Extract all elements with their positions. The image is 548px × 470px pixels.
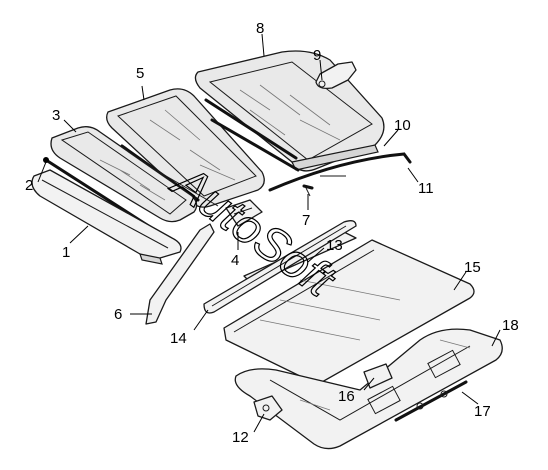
part-18-headliner <box>234 328 503 450</box>
callout-15: 15 <box>464 259 481 276</box>
part-11-rear-seal <box>268 152 412 192</box>
callout-9: 9 <box>313 47 321 64</box>
callout-6: 6 <box>114 306 122 323</box>
callout-18: 18 <box>502 317 519 334</box>
callout-12: 12 <box>232 429 249 446</box>
callout-1: 1 <box>62 244 70 261</box>
part-14-long-rail <box>203 220 357 314</box>
callout-7: 7 <box>302 212 310 229</box>
leader-lines <box>37 33 501 433</box>
part-17-rod <box>394 380 468 422</box>
part-5-glass-panel <box>106 88 265 208</box>
callout-10: 10 <box>394 117 411 134</box>
part-6-side-trim <box>145 223 215 325</box>
callout-16: 16 <box>338 388 355 405</box>
part-7-clip <box>302 184 314 197</box>
callout-11: 11 <box>418 180 434 197</box>
callout-4: 4 <box>231 252 239 269</box>
callout-17: 17 <box>474 403 491 420</box>
callout-3: 3 <box>52 107 60 124</box>
part-12-motor <box>253 395 283 421</box>
part-4-clip <box>225 199 263 227</box>
part-3-glass-panel <box>50 126 198 223</box>
callout-13: 13 <box>326 237 343 254</box>
part-9-bracket <box>315 61 357 90</box>
callout-numbers: 1 2 3 4 5 6 7 8 9 10 11 12 13 14 15 16 1… <box>25 20 519 446</box>
callout-8: 8 <box>256 20 264 37</box>
callout-2: 2 <box>25 177 33 194</box>
part-1-deflector <box>31 169 182 265</box>
callout-5: 5 <box>136 65 144 82</box>
callout-14: 14 <box>170 330 187 347</box>
